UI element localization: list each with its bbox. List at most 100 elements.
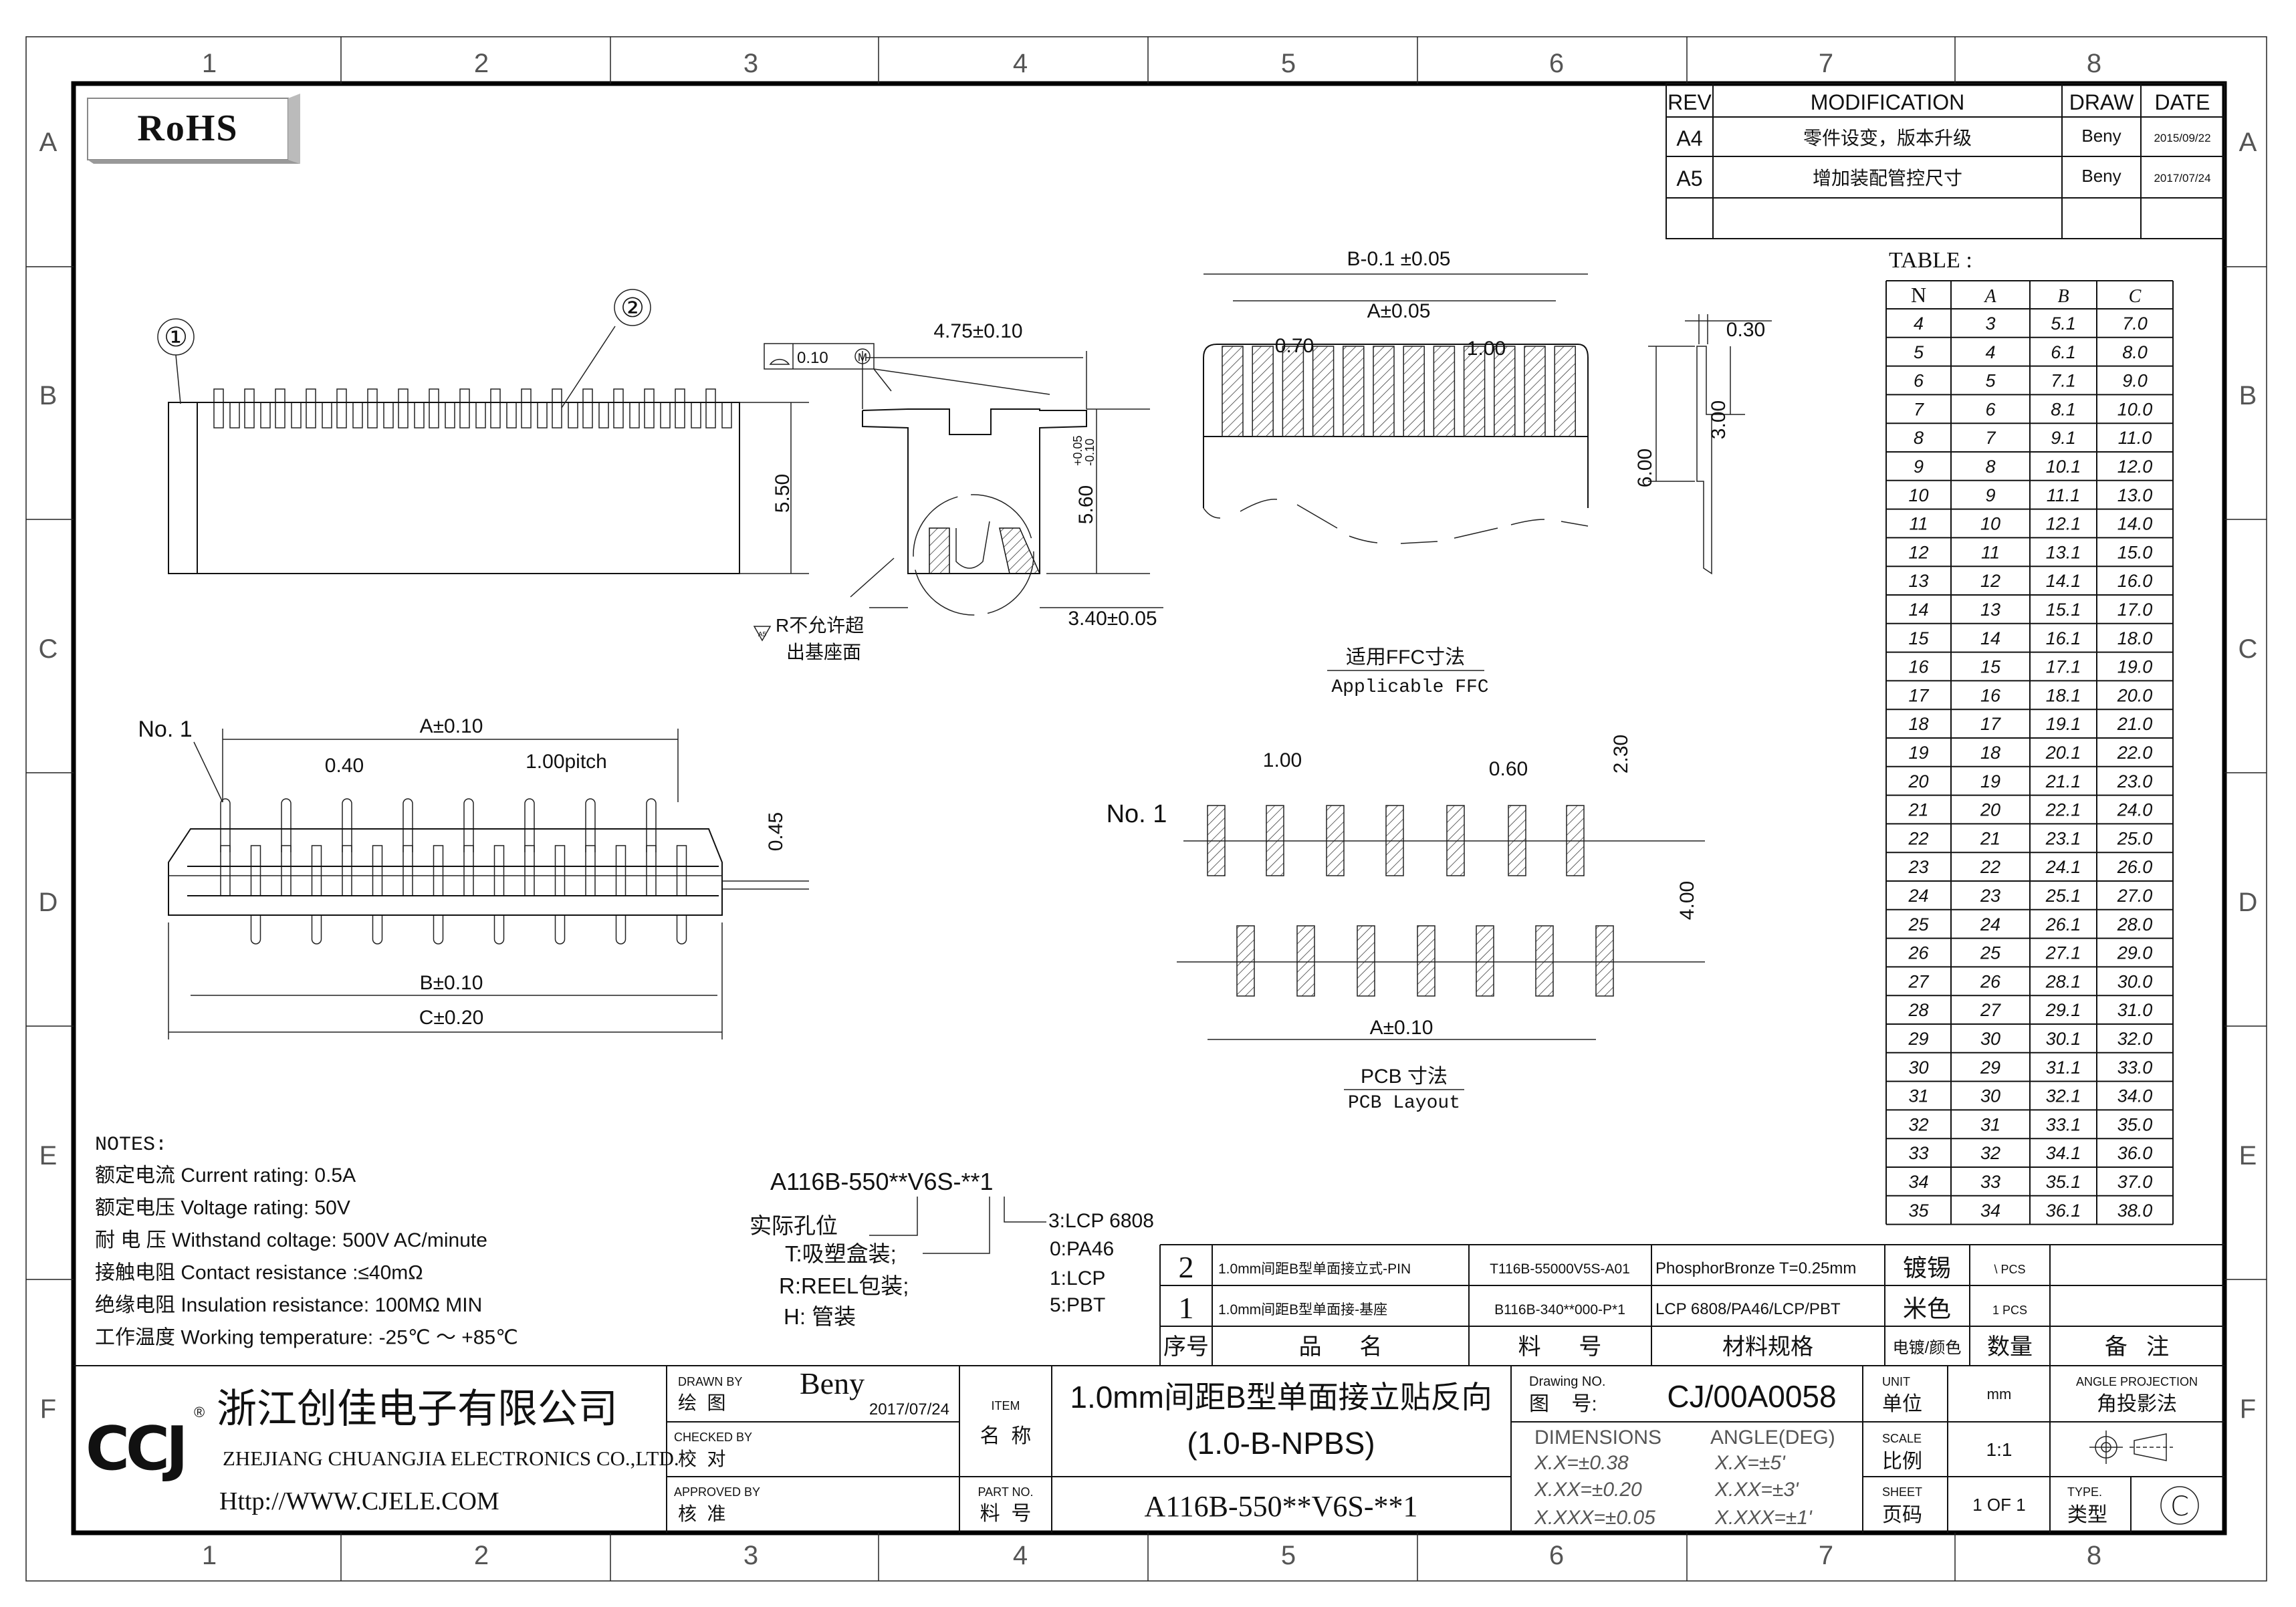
table-cell: 25.1 <box>2045 886 2081 906</box>
top-view: No. 1 A±0.10 0.40 1.00pitch 0.45 B±0.10 … <box>138 715 809 1039</box>
zone-column-label: 8 <box>2087 1541 2101 1570</box>
solder-tail-top <box>281 798 292 852</box>
rev-header-draw: DRAW <box>2069 90 2134 114</box>
ffc-conductor <box>1343 346 1365 437</box>
note-item: 接触电阻 Contact resistance :≤40mΩ <box>95 1262 423 1284</box>
table-cell: 28.0 <box>2117 914 2153 935</box>
section-width-dim: 4.75±0.10 <box>933 320 1022 342</box>
table-cell: 8 <box>1985 457 1995 477</box>
rev-row-draw: Beny <box>2081 166 2121 186</box>
contact-tooth <box>582 388 593 428</box>
table-cell: 17 <box>1908 685 1929 705</box>
contact-tooth <box>705 388 716 428</box>
housing-rib <box>414 402 425 428</box>
rev-row-rev: A4 <box>1676 126 1702 150</box>
top-view-b-dim: B±0.10 <box>420 972 483 994</box>
solder-tail-top <box>403 798 413 852</box>
pack-r: R:REEL包装; <box>779 1273 909 1298</box>
rev-row-rev: A5 <box>1676 166 1702 191</box>
ffc-conductor <box>1252 346 1274 437</box>
table-cell: 20.0 <box>2117 685 2153 705</box>
table-cell: 5 <box>1914 342 1924 362</box>
sheet-value: 1 OF 1 <box>1972 1495 2025 1515</box>
table-cell: 35 <box>1908 1201 1929 1221</box>
table-cell: 29.0 <box>2117 943 2153 963</box>
ffc-conductor <box>1373 346 1395 437</box>
bom-item-finish: 米色 <box>1903 1295 1951 1322</box>
contact-pin <box>554 845 566 896</box>
contact-pin <box>220 845 231 896</box>
housing-rib <box>660 402 671 428</box>
table-cell: 23.0 <box>2117 771 2153 791</box>
drawing-no-cn: 图 号: <box>1529 1393 1597 1415</box>
type-value: C <box>2170 1491 2189 1522</box>
solder-tail-bottom <box>554 915 566 945</box>
contact-tooth <box>675 388 685 428</box>
table-cell: 19 <box>1980 771 2000 791</box>
table-cell: 23 <box>1908 857 1928 877</box>
bom-header-remark: 备 注 <box>2105 1334 2169 1360</box>
sheet-label: SHEET <box>1882 1485 1922 1499</box>
table-cell: 13.1 <box>2046 542 2081 562</box>
ffc-thickness-dim: 0.30 <box>1726 319 1765 341</box>
contact-pin <box>311 845 322 896</box>
table-cell: 15 <box>1980 657 2001 677</box>
solder-tail-bottom <box>311 915 322 945</box>
table-cell: 33.1 <box>2046 1114 2081 1134</box>
pcb-caption-cn: PCB 寸法 <box>1361 1066 1448 1088</box>
table-cell: 6.1 <box>2051 342 2076 362</box>
table-cell: 34 <box>1980 1201 2000 1221</box>
section-note-line2: 出基座面 <box>786 642 861 662</box>
scale-label: SCALE <box>1882 1432 1922 1445</box>
bom-header-name: 品 名 <box>1299 1334 1383 1360</box>
part-code-breakdown: A116B-550**V6S-**1 实际孔位 T:吸塑盒装; R:REEL包装… <box>750 1168 1154 1329</box>
contact-pin <box>433 845 444 896</box>
table-header-b: B <box>2057 286 2069 307</box>
company-name-en: ZHEJIANG CHUANGJIA ELECTRONICS CO.,LTD. <box>223 1447 679 1470</box>
table-cell: 14 <box>1908 600 1928 620</box>
table-cell: 28 <box>1908 1000 1928 1020</box>
table-cell: 26 <box>1908 943 1929 963</box>
bom-item-part-number: T116B-55000V5S-A01 <box>1490 1261 1630 1277</box>
housing-rib <box>568 402 578 428</box>
zone-row-label: B <box>2239 381 2257 410</box>
contact-pin <box>250 845 261 896</box>
ffc-length-dim: 6.00 <box>1634 449 1656 487</box>
ffc-overall-dim: B-0.1 ±0.05 <box>1347 248 1451 270</box>
rev-header-date: DATE <box>2155 90 2210 114</box>
table-cell: 26.0 <box>2117 857 2153 877</box>
housing-rib <box>721 402 732 428</box>
zone-row-label: C <box>2238 634 2258 664</box>
table-cell: 30.1 <box>2046 1029 2081 1049</box>
table-cell: 10.0 <box>2117 399 2153 419</box>
pack-h: H: 管装 <box>784 1304 856 1329</box>
zone-row-label: A <box>2239 128 2257 157</box>
table-cell: 31 <box>1908 1086 1928 1106</box>
table-cell: 25 <box>1908 914 1929 935</box>
contact-tooth <box>521 388 532 428</box>
zone-row-label: D <box>2238 888 2258 917</box>
ffc-conductor <box>1524 346 1546 437</box>
table-cell: 35.1 <box>2046 1172 2081 1192</box>
table-cell: 6 <box>1985 399 1996 419</box>
top-view-no1-label: No. 1 <box>138 717 192 742</box>
contact-tooth <box>367 388 378 428</box>
zone-row-label: F <box>40 1394 56 1424</box>
rohs-badge: RoHS <box>87 94 300 164</box>
table-cell: 34.1 <box>2046 1143 2081 1163</box>
rohs-label: RoHS <box>137 108 238 149</box>
note-item: 绝缘电阻 Insulation resistance: 100MΩ MIN <box>95 1294 482 1316</box>
table-cell: 13 <box>1980 600 2000 620</box>
contact-pin <box>463 845 474 896</box>
checked-by-cn: 校 对 <box>678 1449 726 1469</box>
solder-tail-top <box>524 798 535 852</box>
unit-label: UNIT <box>1882 1375 1910 1388</box>
table-cell: 7.0 <box>2122 314 2148 334</box>
part-number: A116B-550**V6S-**1 <box>1144 1490 1417 1523</box>
type-label: TYPE. <box>2067 1485 2102 1499</box>
housing-rib <box>383 402 394 428</box>
table-cell: 18.1 <box>2046 685 2081 705</box>
outer-border <box>25 36 2267 1582</box>
type-cn: 类型 <box>2067 1504 2107 1526</box>
drawing-title-line2: (1.0-B-NPBS) <box>1187 1426 1375 1461</box>
